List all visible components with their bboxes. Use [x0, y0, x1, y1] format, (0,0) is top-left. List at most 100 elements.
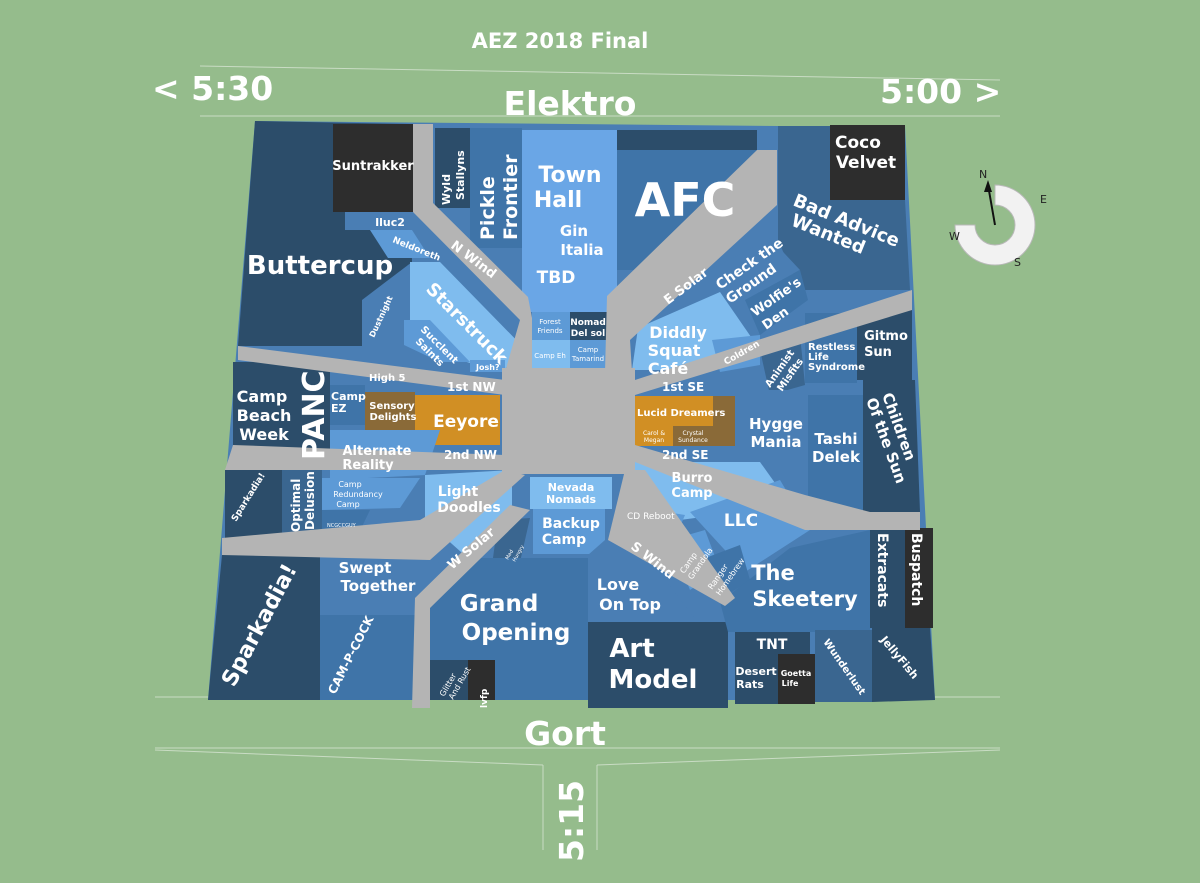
- label-beach: Beach: [237, 406, 292, 425]
- label-lucid: Lucid Dreamers: [637, 408, 725, 419]
- camp-block-strip: [617, 130, 757, 150]
- label-skeetery: Skeetery: [752, 587, 858, 611]
- label-campez-1: Camp: [331, 390, 366, 403]
- label-model: Model: [609, 665, 698, 695]
- camp-block-jellyfish[interactable]: [872, 628, 935, 702]
- label-week: Week: [239, 425, 289, 444]
- camp-block-lvfp[interactable]: [468, 660, 495, 700]
- label-suntrakker: Suntrakker: [332, 159, 414, 174]
- label-opening: Opening: [462, 620, 571, 646]
- label-sun: Sun: [864, 345, 892, 360]
- camp-block-succlent[interactable]: [404, 320, 470, 362]
- label-pickle: Pickle: [477, 176, 499, 240]
- camp-block-iluc2[interactable]: [345, 212, 412, 230]
- label-diddly: Diddly: [649, 323, 707, 342]
- camp-block-children[interactable]: [863, 380, 920, 512]
- label-sundance: Sundance: [678, 437, 708, 444]
- camp-block-buspatch[interactable]: [905, 528, 933, 628]
- label-gin: Gin: [560, 222, 588, 240]
- camp-block-skeetery[interactable]: [720, 530, 870, 632]
- label-redund-3: Camp: [336, 500, 359, 509]
- label-optimal: Optimal: [289, 479, 303, 532]
- camp-block-desertrats[interactable]: [735, 654, 778, 704]
- camp-block-townhall[interactable]: [522, 130, 617, 312]
- camp-block-wunderlust[interactable]: [815, 630, 872, 702]
- street-gort: Gort: [524, 714, 606, 753]
- camp-block-sparkadia-small[interactable]: [225, 470, 282, 538]
- label-redund-1: Camp: [338, 480, 361, 489]
- camp-block-campez[interactable]: [330, 385, 365, 425]
- roads: [222, 124, 920, 708]
- label-mania: Mania: [751, 433, 802, 451]
- camp-block-lucid[interactable]: [635, 396, 713, 426]
- time-left: < 5:30: [152, 69, 273, 108]
- camp-block-pickle[interactable]: [470, 128, 522, 248]
- camp-block-campeh[interactable]: [532, 340, 570, 368]
- camp-block-josh[interactable]: [470, 360, 505, 372]
- map-title: AEZ 2018 Final: [472, 29, 649, 53]
- label-buspatch: Buspatch: [908, 533, 924, 606]
- label-life: Life: [808, 352, 829, 363]
- camp-block-small-olive[interactable]: [713, 396, 735, 446]
- compass-e: E: [1040, 193, 1047, 206]
- label-frontier: Frontier: [500, 154, 522, 240]
- label-cdreboot: CD Reboot: [627, 512, 675, 522]
- label-gitmo: Gitmo: [864, 329, 908, 344]
- label-alternate: Alternate: [342, 444, 411, 459]
- compass-rose: N E S W: [949, 168, 1047, 269]
- label-burro: Burro: [672, 471, 713, 486]
- label-ontop: On Top: [599, 595, 661, 614]
- camp-block-checkground[interactable]: [710, 238, 800, 300]
- label-carol: Carol &: [643, 430, 665, 437]
- camp-block-dustnight[interactable]: [362, 300, 404, 344]
- label-extracats: Extracats: [874, 533, 890, 607]
- camp-block-coco[interactable]: [830, 125, 905, 200]
- camp-block-artmodel[interactable]: [588, 622, 728, 708]
- label-restless: Restless: [808, 342, 855, 353]
- camp-block-nevada[interactable]: [530, 477, 612, 509]
- camp-block-carol[interactable]: [635, 426, 673, 446]
- label-delek: Delek: [812, 448, 861, 466]
- label-nomads: Nomads: [546, 493, 597, 506]
- camp-block-nomad[interactable]: [570, 312, 608, 340]
- camp-block-crystal[interactable]: [673, 426, 713, 446]
- camp-block-wolfie[interactable]: [745, 270, 808, 335]
- street-2ndnw: 2nd NW: [444, 448, 497, 462]
- label-crystal: Crystal: [682, 430, 703, 437]
- camp-block-tamarind[interactable]: [570, 340, 608, 368]
- camp-block-optimal[interactable]: [282, 470, 322, 538]
- label-high5: High 5: [369, 373, 406, 384]
- camp-block-backup[interactable]: [533, 509, 605, 554]
- camp-block-loveontop[interactable]: [588, 540, 696, 622]
- label-camp-tam: Camp: [578, 346, 599, 354]
- label-the: The: [751, 561, 795, 585]
- camp-block-suntrakker[interactable]: [333, 124, 413, 212]
- camp-block-sparkadia-big[interactable]: [208, 555, 320, 700]
- camp-block-campcock[interactable]: [320, 615, 420, 700]
- camp-block-wyld[interactable]: [435, 128, 470, 208]
- camp-block-glitter[interactable]: [430, 660, 468, 700]
- compass-s: S: [1014, 256, 1021, 269]
- label-rats: Rats: [736, 678, 764, 691]
- label-sensory: Sensory: [369, 401, 415, 412]
- label-squat: Squat: [648, 341, 701, 360]
- camp-block-goetta[interactable]: [778, 654, 815, 704]
- camp-block-panc[interactable]: [295, 362, 330, 460]
- label-tashi: Tashi: [814, 430, 857, 448]
- camp-block-neldoreth[interactable]: [370, 230, 430, 258]
- camp-block-forest[interactable]: [532, 312, 570, 340]
- camp-block-redundancy[interactable]: [322, 478, 420, 510]
- label-cafe: Café: [648, 359, 689, 378]
- label-iluc2: Iluc2: [375, 216, 405, 229]
- label-together: Together: [341, 577, 416, 595]
- camp-block-ranger[interactable]: [700, 545, 750, 600]
- label-wyld: Wyld: [440, 174, 453, 205]
- camp-block-badadvice[interactable]: [778, 126, 910, 290]
- camp-block-extracats[interactable]: [870, 530, 905, 628]
- camp-block-tashi[interactable]: [808, 395, 863, 510]
- label-backup: Backup: [542, 516, 600, 532]
- label-backup-camp: Camp: [542, 532, 586, 548]
- label-love: Love: [597, 575, 640, 594]
- street-1stse: 1st SE: [662, 380, 704, 394]
- camp-block-tnt[interactable]: [735, 632, 810, 654]
